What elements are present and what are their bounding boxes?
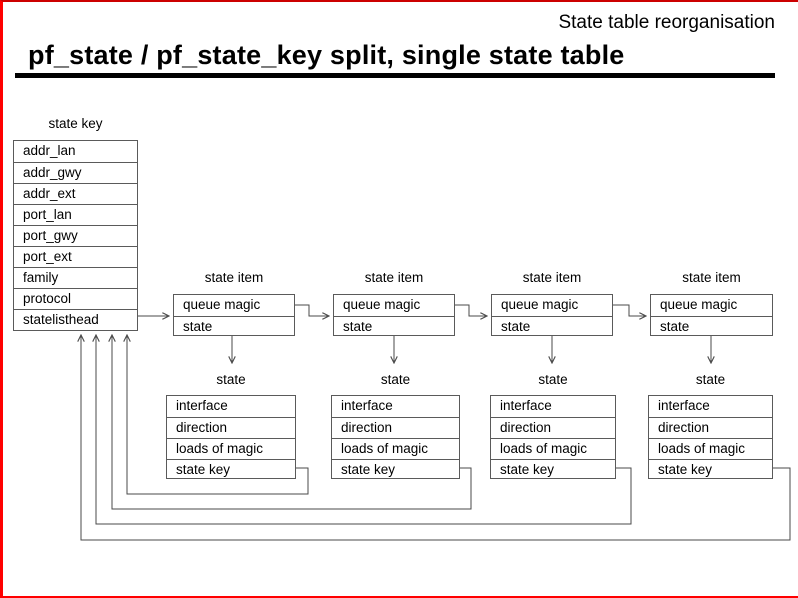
state-box-1: interface direction loads of magic state…	[166, 395, 296, 479]
state-label-3: state	[538, 372, 568, 387]
state-row: interface	[341, 398, 393, 413]
state-row: loads of magic	[167, 438, 295, 459]
state-key-row: addr_lan	[23, 143, 76, 158]
state-box-4: interface direction loads of magic state…	[648, 395, 773, 479]
state-label-1: state	[216, 372, 246, 387]
state-row: state key	[491, 459, 615, 480]
state-key-table: addr_lan addr_gwy addr_ext port_lan port…	[13, 140, 138, 331]
page-title: pf_state / pf_state_key split, single st…	[28, 40, 625, 70]
state-row: loads of magic	[491, 438, 615, 459]
state-row: direction	[167, 417, 295, 438]
state-item-row: queue magic	[343, 297, 421, 312]
state-key-row: family	[14, 267, 137, 288]
state-row: direction	[332, 417, 459, 438]
state-key-row: addr_gwy	[14, 162, 137, 183]
state-row: state key	[649, 459, 772, 480]
state-row: loads of magic	[649, 438, 772, 459]
state-item-label-4: state item	[682, 270, 741, 285]
title-underline	[15, 73, 775, 78]
state-row: interface	[500, 398, 552, 413]
state-row: loads of magic	[332, 438, 459, 459]
state-item-label-2: state item	[364, 270, 424, 285]
state-key-row: port_gwy	[14, 225, 137, 246]
state-item-box-4: queue magic state	[650, 294, 773, 336]
state-key-row: port_ext	[14, 246, 137, 267]
state-item-label-1: state item	[204, 270, 264, 285]
state-item-box-2: queue magic state	[333, 294, 455, 336]
state-item-row: queue magic	[183, 297, 261, 312]
state-row: direction	[649, 417, 772, 438]
state-item-box-3: queue magic state	[491, 294, 613, 336]
state-item-row: queue magic	[660, 297, 738, 312]
state-box-2: interface direction loads of magic state…	[331, 395, 460, 479]
state-row: interface	[176, 398, 228, 413]
state-item-row: state	[651, 316, 772, 337]
state-item-row: state	[334, 316, 454, 337]
state-key-row: protocol	[14, 288, 137, 309]
corner-title: State table reorganisation	[558, 12, 775, 33]
state-row: state key	[332, 459, 459, 480]
state-row: state key	[167, 459, 295, 480]
state-key-label: state key	[48, 116, 103, 131]
state-key-row: addr_ext	[14, 183, 137, 204]
state-item-box-1: queue magic state	[173, 294, 295, 336]
state-label-4: state	[695, 372, 726, 387]
state-row: direction	[491, 417, 615, 438]
state-row: interface	[658, 398, 710, 413]
state-key-row: statelisthead	[14, 309, 137, 330]
state-box-3: interface direction loads of magic state…	[490, 395, 616, 479]
state-item-row: queue magic	[501, 297, 579, 312]
state-item-row: state	[174, 316, 294, 337]
state-key-row: port_lan	[14, 204, 137, 225]
state-item-row: state	[492, 316, 612, 337]
state-label-2: state	[380, 372, 411, 387]
state-item-label-3: state item	[522, 270, 582, 285]
